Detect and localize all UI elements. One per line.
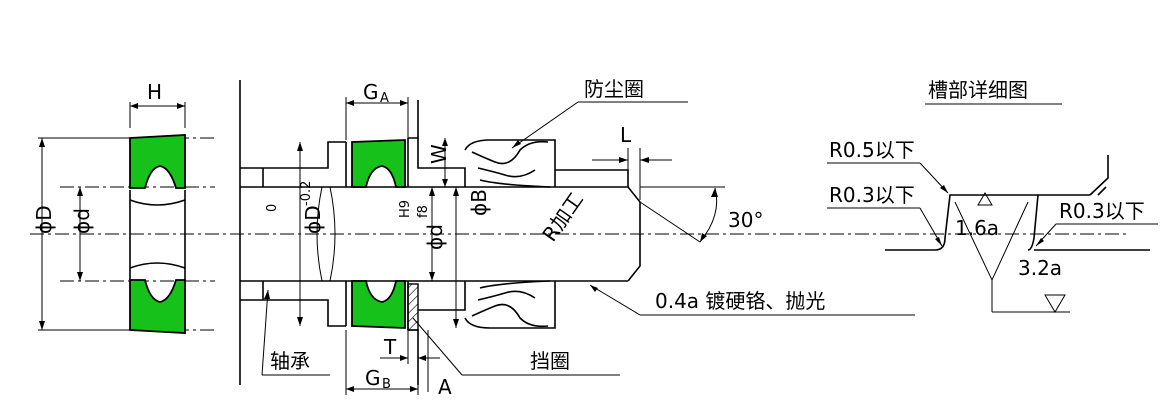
installation-view: G A W ϕD 0 -0.2 ϕd f8 H9 ϕB R加工 30° (239, 77, 915, 399)
angle-label: 30° (728, 208, 763, 232)
dust-ring-label: 防尘圈 (584, 77, 644, 101)
seal-profile-bottom (129, 279, 186, 334)
r03-left-label: R0.3以下 (829, 183, 915, 207)
fit-class: f8 (416, 205, 431, 218)
retaining-ring-label: 挡圈 (530, 349, 570, 373)
r05-label: R0.5以下 (829, 138, 915, 162)
roughness-3-2a: 3.2a (1018, 256, 1062, 280)
dim-phiD-label: ϕD (32, 205, 56, 234)
installed-seal-bottom (351, 280, 406, 329)
roughness-1-6a: 1.6a (955, 216, 999, 240)
seal-cross-section: H ϕD ϕd (30, 80, 1130, 334)
dim-W-label: W (427, 144, 451, 164)
dim-T-label: T (383, 335, 397, 359)
dim-phiD-tol-label: ϕD (301, 205, 325, 234)
dim-GA-sub: A (380, 91, 389, 106)
dim-phid-fit-label: ϕd (423, 224, 447, 250)
r03-right-label: R0.3以下 (1059, 199, 1145, 223)
groove-detail-title: 槽部详细图 (928, 78, 1028, 102)
dim-GA-label: G (363, 80, 379, 104)
seal-profile-top (129, 134, 186, 189)
bearing-label: 轴承 (270, 349, 310, 373)
chrome-label: 0.4a 镀硬铬、抛光 (655, 289, 825, 313)
dim-phiB-label: ϕB (467, 189, 491, 216)
point-A-label: A (438, 375, 452, 399)
tol-lower: -0.2 (299, 181, 314, 206)
dim-H-label: H (147, 80, 162, 104)
r-process-label: R加工 (537, 188, 588, 246)
groove-detail: 槽部详细图 1.6a 3.2a R0.5以下 R0.3以下 R0.3以下 (827, 78, 1158, 313)
fit-upper: H9 (398, 200, 413, 218)
dim-GB-sub: B (382, 377, 391, 392)
installed-seal-top (351, 139, 406, 188)
dim-phid-label: ϕd (70, 208, 94, 234)
dim-L-label: L (620, 123, 632, 147)
dim-GB-label: G (365, 366, 381, 390)
tol-upper: 0 (265, 204, 280, 212)
